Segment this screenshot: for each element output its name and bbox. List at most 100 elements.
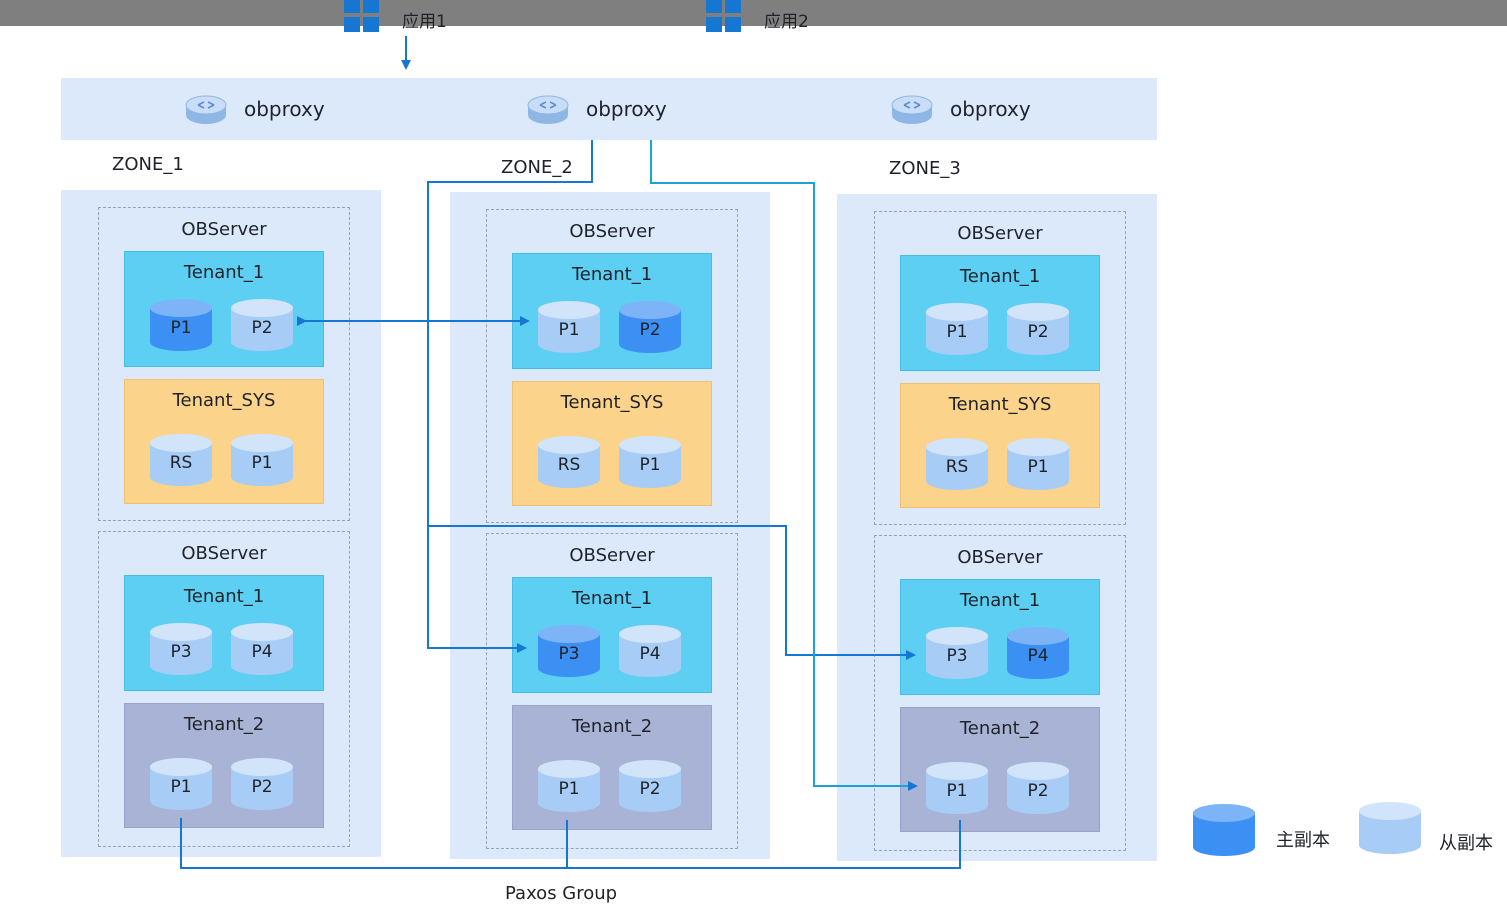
tenant-title: Tenant_1 — [183, 586, 265, 607]
follower-replica: P1 — [619, 436, 681, 496]
replica-label: P1 — [946, 781, 968, 801]
observer-title: OBServer — [569, 221, 655, 242]
leader-replica: P4 — [1007, 627, 1069, 687]
tenant-title: Tenant_2 — [571, 716, 653, 737]
replica-label: P1 — [170, 318, 192, 338]
follower-replica: P2 — [619, 760, 681, 820]
replica-label: P2 — [1027, 322, 1049, 342]
replica-label: P2 — [639, 779, 661, 799]
follower-replica: P2 — [1007, 303, 1069, 363]
follower-replica: P2 — [1007, 762, 1069, 822]
replica-label: P3 — [946, 646, 968, 666]
tenant-title: Tenant_1 — [183, 262, 265, 283]
zone-3-label: ZONE_3 — [889, 158, 961, 179]
tenant-title: Tenant_2 — [959, 718, 1041, 739]
follower-legend-label: 从副本 — [1439, 833, 1493, 854]
follower-replica: P3 — [150, 623, 212, 683]
follower-legend-icon — [1359, 802, 1421, 862]
paxos-group-label: Paxos Group — [505, 883, 618, 904]
follower-replica: P1 — [926, 303, 988, 363]
observer-title: OBServer — [569, 545, 655, 566]
replica-label: P1 — [946, 322, 968, 342]
tenant-title: Tenant_1 — [959, 266, 1041, 287]
route-line — [427, 140, 593, 653]
obproxy-label: obproxy — [950, 97, 1031, 121]
replica-label: P2 — [639, 320, 661, 340]
tenant-title: Tenant_SYS — [172, 390, 276, 411]
tenant-tenant-sys: Tenant_SYS RS P1 — [512, 381, 712, 506]
leader-replica: P1 — [150, 299, 212, 359]
obproxy-label: obproxy — [244, 97, 325, 121]
follower-replica: P1 — [538, 301, 600, 361]
replica-label: P1 — [170, 777, 192, 797]
replica-label: P1 — [251, 453, 273, 473]
tenant-tenant-sys: Tenant_SYS RS P1 — [124, 379, 324, 504]
replica-label: RS — [557, 455, 581, 475]
replica-label: P2 — [251, 318, 273, 338]
route-line — [650, 140, 918, 791]
obproxy-label: obproxy — [586, 97, 667, 121]
follower-replica: P1 — [150, 758, 212, 818]
replica-label: P2 — [251, 777, 273, 797]
replica-label: P1 — [639, 455, 661, 475]
replica-label: P1 — [558, 320, 580, 340]
replica-label: P3 — [558, 644, 580, 664]
follower-replica: RS — [538, 436, 600, 496]
replica-label: P4 — [639, 644, 661, 664]
tenant-title: Tenant_2 — [183, 714, 265, 735]
obproxy-layer — [61, 78, 1157, 140]
app-2-label: 应用2 — [764, 12, 809, 32]
observer-title: OBServer — [181, 543, 267, 564]
follower-replica: P4 — [231, 623, 293, 683]
follower-replica: P3 — [926, 627, 988, 687]
replica-label: P2 — [1027, 781, 1049, 801]
tenant-title: Tenant_1 — [571, 588, 653, 609]
replica-label: P4 — [251, 642, 273, 662]
router-icon — [185, 95, 227, 124]
leader-replica: P2 — [619, 301, 681, 361]
replica-label: RS — [945, 457, 969, 477]
router-icon — [891, 95, 933, 124]
follower-replica: P4 — [619, 625, 681, 685]
router-icon — [527, 95, 569, 124]
follower-replica: P1 — [1007, 438, 1069, 498]
tenant-title: Tenant_1 — [571, 264, 653, 285]
replica-label: P3 — [170, 642, 192, 662]
follower-replica: P1 — [231, 434, 293, 494]
leader-legend-label: 主副本 — [1276, 830, 1330, 851]
follower-replica: P1 — [538, 760, 600, 820]
follower-replica: P2 — [231, 758, 293, 818]
observer-title: OBServer — [957, 223, 1043, 244]
obproxy-node: obproxy — [890, 78, 1031, 140]
top-bar — [0, 0, 1507, 26]
windows-app-icon — [706, 0, 742, 34]
replica-label: P1 — [1027, 457, 1049, 477]
paxos-line — [180, 818, 961, 869]
tenant-title: Tenant_SYS — [560, 392, 664, 413]
observer-title: OBServer — [181, 219, 267, 240]
zone-1-label: ZONE_1 — [112, 154, 184, 175]
follower-replica: RS — [150, 434, 212, 494]
route-line — [428, 525, 916, 660]
observer-title: OBServer — [957, 547, 1043, 568]
tenant-title: Tenant_1 — [959, 590, 1041, 611]
windows-app-icon — [344, 0, 380, 34]
follower-replica: P1 — [926, 762, 988, 822]
leader-replica: P3 — [538, 625, 600, 685]
tenant-title: Tenant_SYS — [948, 394, 1052, 415]
follower-replica: RS — [926, 438, 988, 498]
